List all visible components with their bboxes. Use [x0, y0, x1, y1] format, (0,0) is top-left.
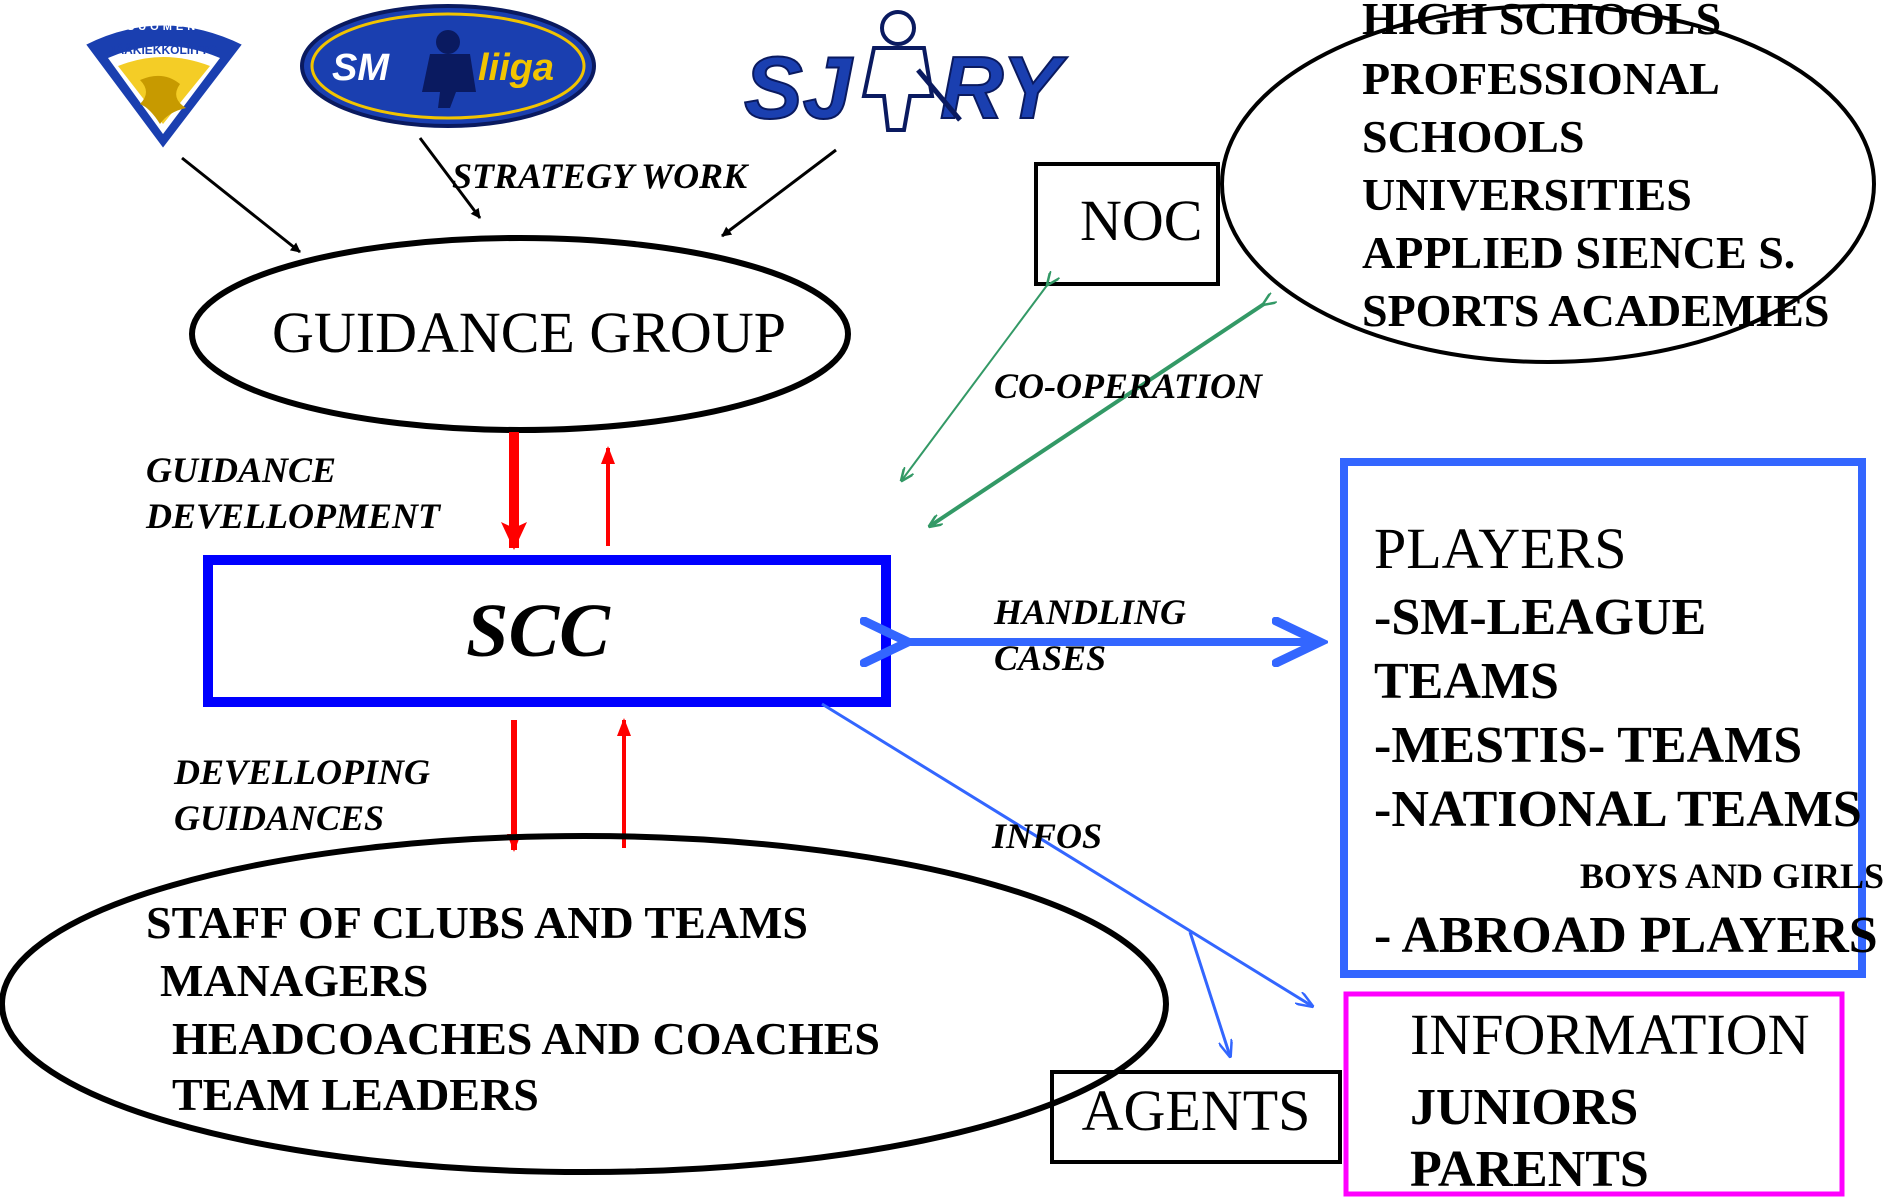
cooperation-label: CO-OPERATION — [994, 366, 1264, 406]
staff-ellipse — [0, 833, 1169, 1175]
players-line-2: TEAMS — [1374, 653, 1559, 710]
staff-line-3: HEADCOACHES AND COACHES — [172, 1013, 880, 1064]
logo-arc-text: SUOMEN — [127, 21, 199, 33]
schools-line-3: SCHOOLS — [1362, 111, 1584, 162]
information-box — [1343, 991, 1845, 1197]
handling-label-line2: CASES — [994, 638, 1106, 678]
sjry-left-text: SJ — [744, 38, 854, 137]
information-line-2: PARENTS — [1410, 1141, 1649, 1198]
schools-line-1: HIGH SCHOOLS — [1362, 0, 1721, 44]
guidance-label-line2: DEVELLOPMENT — [145, 496, 442, 536]
cooperation-arrow-schools — [930, 304, 1264, 526]
staff-line-4: TEAM LEADERS — [172, 1069, 539, 1120]
guidance-label-line1: GUIDANCE — [146, 450, 336, 490]
logo-banner-text: JÄÄKIEKKOLIITTO — [109, 42, 217, 57]
strategy-arrow-left — [181, 156, 301, 254]
sm-liiga-logo: SM liiga — [300, 4, 596, 128]
sm-liiga-right-text: liiga — [478, 47, 554, 89]
sjry-logo: SJ RY — [743, 10, 1069, 138]
strategy-arrow-right — [721, 148, 837, 238]
players-line-1: -SM-LEAGUE — [1374, 589, 1706, 646]
develloping-label-line2: GUIDANCES — [174, 798, 384, 838]
infos-arrow-information — [821, 702, 1312, 1006]
players-box — [1340, 458, 1866, 978]
sm-liiga-left-text: SM — [332, 47, 390, 89]
agents-label: AGENTS — [1082, 1078, 1311, 1143]
hockey-player-icon — [861, 10, 962, 132]
strategy-arrow-middle — [418, 137, 482, 219]
staff-line-1: STAFF OF CLUBS AND TEAMS — [146, 897, 808, 948]
players-line-3: -MESTIS- TEAMS — [1374, 717, 1802, 774]
infos-arrow-agents — [1188, 931, 1230, 1056]
staff-line-2: MANAGERS — [160, 955, 428, 1006]
schools-ellipse — [1220, 4, 1876, 364]
guidance-group-ellipse — [189, 235, 851, 433]
develloping-label-line1: DEVELLOPING — [173, 752, 430, 792]
scc-label: SCC — [466, 589, 611, 673]
schools-line-6: SPORTS ACADEMIES — [1362, 285, 1829, 336]
noc-box — [1034, 162, 1220, 286]
strategy-work-label: STRATEGY WORK — [452, 156, 750, 196]
handling-label-line1: HANDLING — [993, 592, 1186, 632]
players-line-4: -NATIONAL TEAMS — [1374, 781, 1862, 838]
noc-label: NOC — [1080, 188, 1202, 253]
information-line-1: JUNIORS — [1410, 1079, 1638, 1136]
sjry-right-text: RY — [940, 38, 1068, 137]
agents-box — [1050, 1070, 1342, 1164]
schools-line-4: UNIVERSITIES — [1362, 169, 1692, 220]
players-note: BOYS AND GIRLS — [1580, 856, 1884, 896]
players-title: PLAYERS — [1374, 516, 1627, 581]
infos-label: INFOS — [991, 816, 1102, 856]
schools-line-2: PROFESSIONAL — [1362, 53, 1720, 104]
players-last-line: - ABROAD PLAYERS — [1374, 907, 1878, 964]
hockey-player-silhouette-icon — [422, 30, 476, 108]
finnish-ice-hockey-federation-logo: SUOMEN JÄÄKIEKKOLIITTO — [81, 21, 247, 153]
schools-line-5: APPLIED SIENCE S. — [1362, 227, 1795, 278]
guidance-group-label: GUIDANCE GROUP — [272, 300, 786, 365]
information-title: INFORMATION — [1410, 1002, 1810, 1067]
